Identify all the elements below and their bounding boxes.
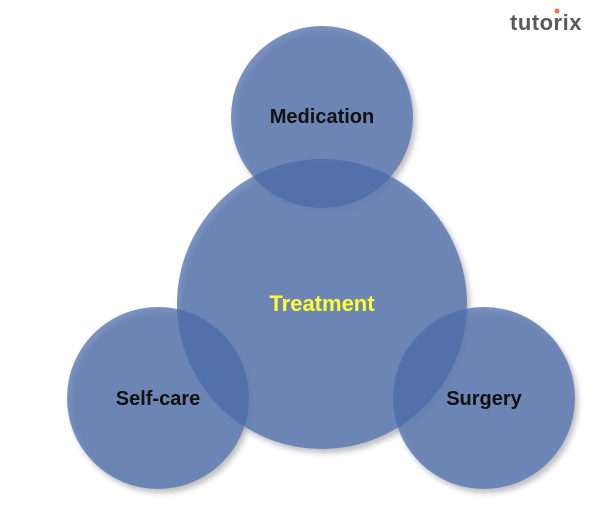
center-label: Treatment bbox=[269, 291, 375, 316]
medication-circle bbox=[231, 26, 413, 208]
surgery-circle bbox=[393, 307, 575, 489]
logo-text: tutorix bbox=[510, 10, 582, 35]
self-care-circle bbox=[67, 307, 249, 489]
medication-label: Medication bbox=[270, 106, 374, 128]
tutorix-logo: tutorix bbox=[510, 8, 582, 35]
logo-dot-icon bbox=[554, 8, 560, 14]
surgery-label: Surgery bbox=[446, 388, 522, 410]
center-circle bbox=[177, 159, 467, 449]
self-care-label: Self-care bbox=[116, 388, 201, 410]
